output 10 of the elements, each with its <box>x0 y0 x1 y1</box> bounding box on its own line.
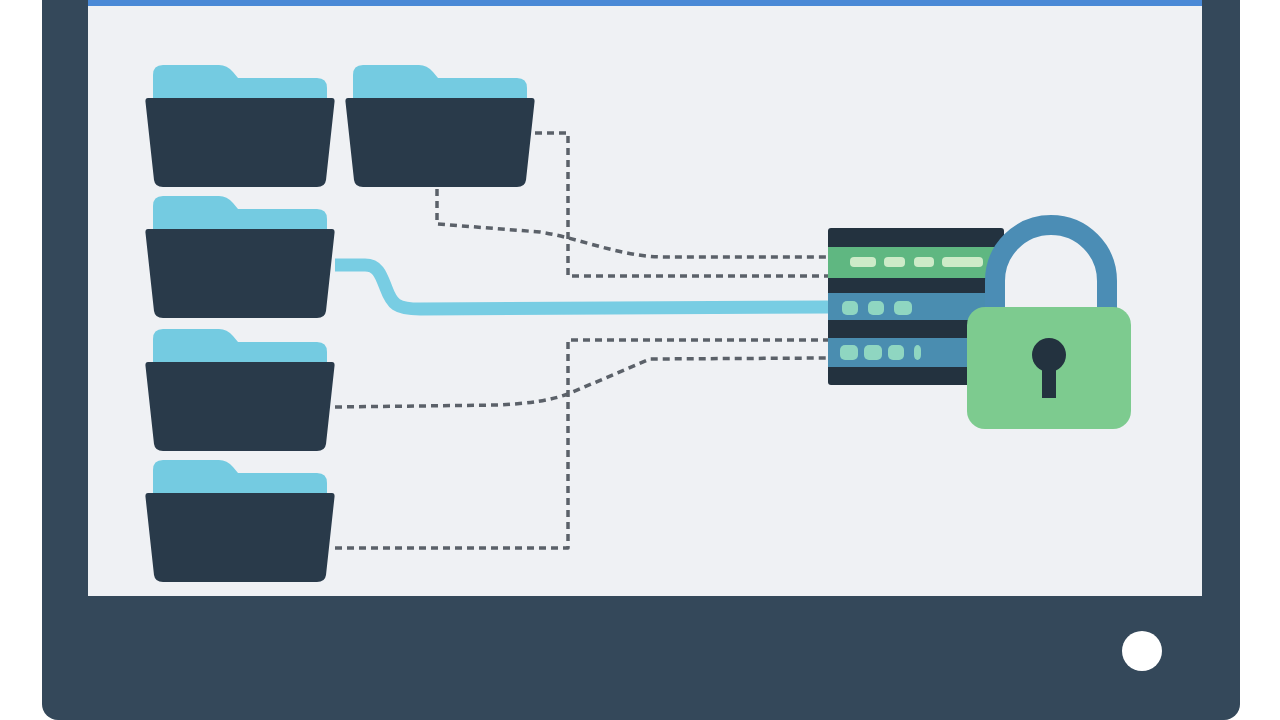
folder-icon <box>145 327 335 453</box>
folder-icon <box>145 194 335 320</box>
dashed-connector <box>335 338 828 550</box>
dashed-connector <box>535 131 828 278</box>
dashed-connector <box>435 189 828 259</box>
folder-icon <box>345 63 535 189</box>
thick-connector <box>335 258 829 316</box>
dashed-connector <box>335 356 828 409</box>
folder-icon <box>145 63 335 189</box>
folder-icon <box>145 458 335 584</box>
